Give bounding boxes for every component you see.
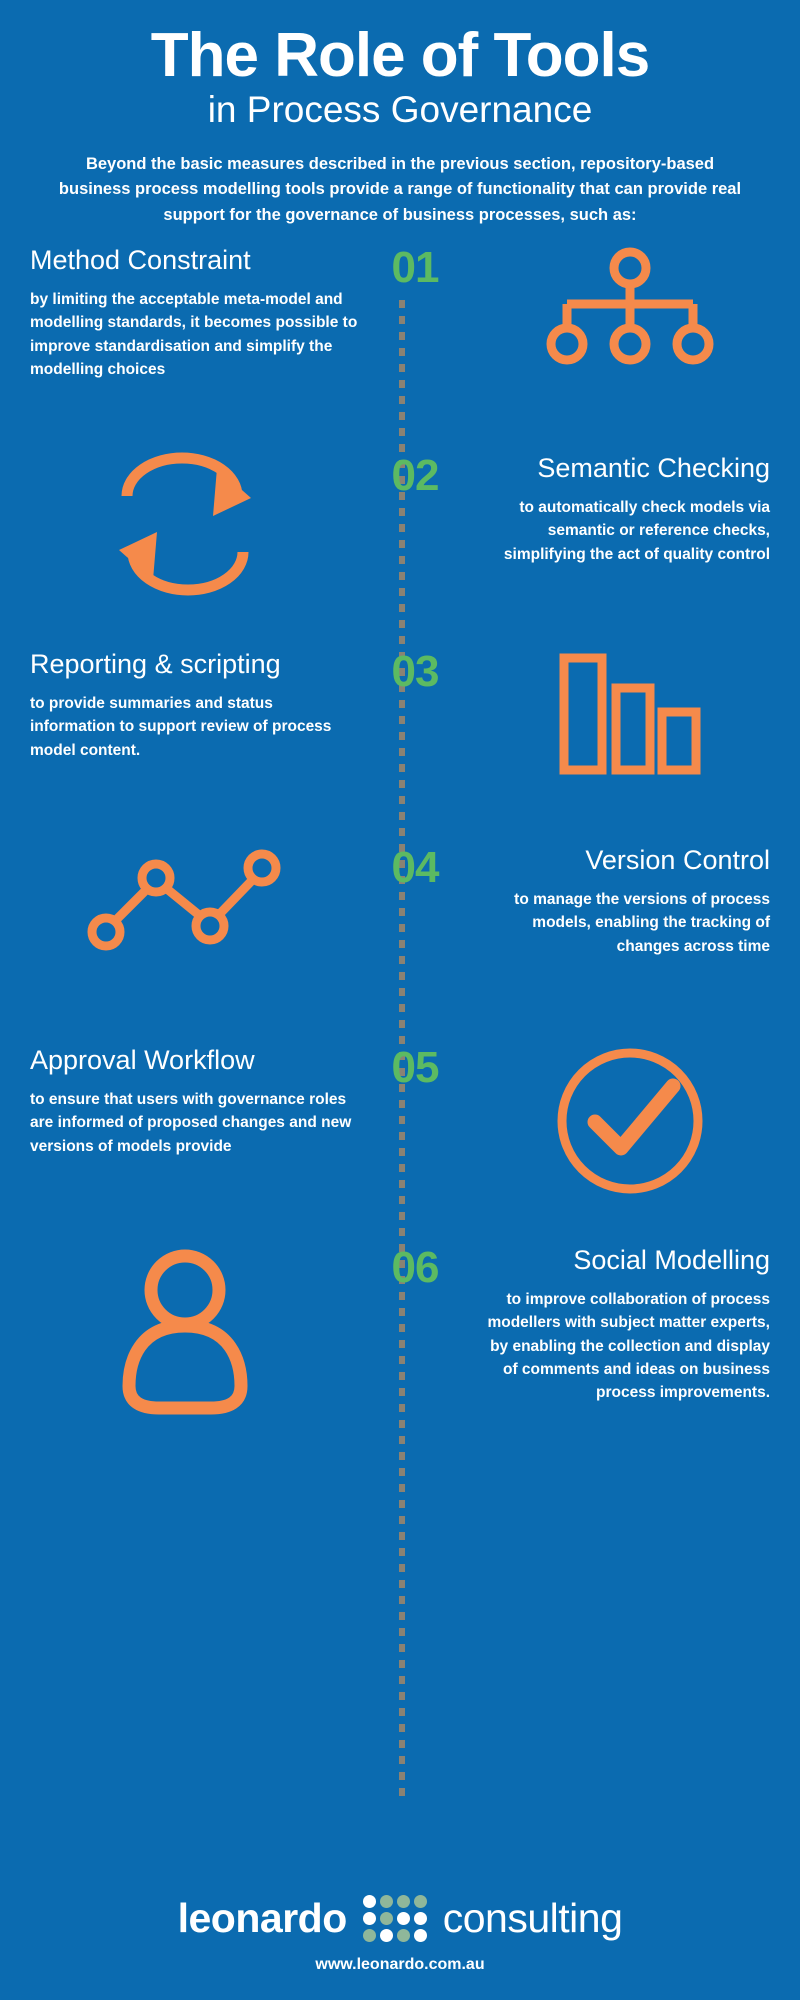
section-06-number-col: 06	[370, 1246, 460, 1290]
section-06: 06 Social Modelling to improve collabora…	[0, 1246, 800, 1456]
section-04-number-col: 04	[370, 846, 460, 890]
section-03: Reporting & scripting to provide summari…	[0, 650, 800, 846]
logo-tagline: consulting	[442, 1895, 623, 1941]
section-06-text: Social Modelling to improve collaboratio…	[460, 1246, 800, 1404]
section-body: to manage the versions of process models…	[514, 891, 770, 955]
sections-list: Method Constraint by limiting the accept…	[0, 246, 800, 1456]
footer: leonardo consulting www.leonardo.com.au	[0, 1895, 800, 1974]
section-04-text: Version Control to manage the versions o…	[460, 846, 800, 957]
section-number: 04	[391, 843, 440, 893]
header: The Role of Tools in Process Governance …	[0, 0, 800, 228]
section-title: Approval Workflow	[30, 1045, 255, 1076]
section-title: Semantic Checking	[537, 453, 770, 484]
section-title: Social Modelling	[573, 1245, 770, 1276]
person-icon	[0, 1246, 370, 1416]
section-title: Version Control	[585, 845, 770, 876]
bar-chart-icon	[460, 650, 800, 780]
page-subtitle: in Process Governance	[207, 89, 593, 131]
logo-brand-name: leonardo	[177, 1895, 348, 1941]
section-body: by limiting the acceptable meta-model an…	[30, 291, 358, 378]
section-body: to automatically check models via semant…	[503, 499, 770, 563]
section-01-number-col: 01	[370, 246, 460, 290]
line-chart-icon	[0, 846, 370, 956]
section-title: Reporting & scripting	[30, 649, 281, 680]
section-number: 02	[391, 451, 440, 501]
check-circle-icon	[460, 1046, 800, 1196]
section-03-number-col: 03	[370, 650, 460, 694]
section-05-number-col: 05	[370, 1046, 460, 1090]
section-04: 04 Version Control to manage the version…	[0, 846, 800, 1046]
logo-dot-grid-icon	[362, 1895, 427, 1942]
page-title: The Role of Tools	[150, 21, 651, 90]
section-title: Method Constraint	[30, 245, 251, 276]
section-body: to improve collaboration of process mode…	[487, 1291, 770, 1402]
footer-url[interactable]: www.leonardo.com.au	[315, 1956, 485, 1973]
section-number: 06	[391, 1243, 440, 1293]
section-01-text: Method Constraint by limiting the accept…	[0, 246, 370, 381]
section-02-number-col: 02	[370, 454, 460, 498]
section-body: to provide summaries and status informat…	[30, 695, 332, 759]
section-number: 03	[391, 647, 440, 697]
section-02: 02 Semantic Checking to automatically ch…	[0, 452, 800, 650]
org-chart-icon	[460, 246, 800, 376]
leonardo-consulting-logo: leonardo consulting	[0, 1895, 800, 1942]
section-02-text: Semantic Checking to automatically check…	[460, 454, 800, 565]
section-body: to ensure that users with governance rol…	[30, 1091, 352, 1155]
section-number: 01	[391, 243, 440, 293]
timeline-dotted-line	[399, 300, 405, 1800]
section-number: 05	[391, 1043, 440, 1093]
section-05: Approval Workflow to ensure that users w…	[0, 1046, 800, 1246]
section-05-text: Approval Workflow to ensure that users w…	[0, 1046, 370, 1157]
intro-paragraph: Beyond the basic measures described in t…	[58, 154, 742, 224]
circular-arrows-icon	[0, 452, 370, 596]
section-01: Method Constraint by limiting the accept…	[0, 246, 800, 454]
section-03-text: Reporting & scripting to provide summari…	[0, 650, 370, 761]
